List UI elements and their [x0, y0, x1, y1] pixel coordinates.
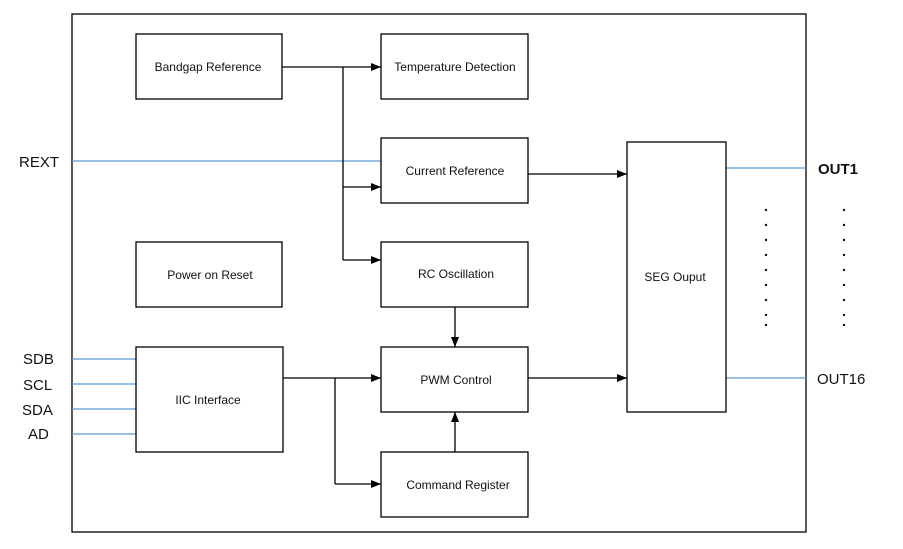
bandgap-label: Bandgap Reference [155, 60, 262, 74]
out16-pin-label: OUT16 [817, 371, 865, 388]
rc-osc-label: RC Oscillation [418, 267, 494, 281]
temperature-label: Temperature Detection [394, 60, 515, 74]
rext-pin-label: REXT [19, 154, 59, 171]
pwm-block [380, 346, 529, 413]
rc-osc-block [380, 241, 529, 308]
block-labels: Bandgap Reference Temperature Detection … [155, 60, 707, 492]
temperature-block [380, 33, 529, 100]
current-ref-label: Current Reference [406, 164, 505, 178]
chip-boundary [71, 13, 807, 533]
command-block [380, 451, 529, 518]
power-on-reset-label: Power on Reset [167, 268, 253, 282]
seg-block [626, 141, 727, 413]
pwm-label: PWM Control [420, 373, 491, 387]
internal-connections [282, 63, 627, 488]
scl-pin-label: SCL [23, 377, 52, 394]
sda-pin-label: SDA [22, 402, 53, 419]
bandgap-block [135, 33, 283, 100]
sdb-pin-label: SDB [23, 351, 54, 368]
command-label: Command Register [406, 478, 509, 492]
out1-pin-label: OUT1 [818, 161, 858, 178]
external-signal-lines [72, 160, 806, 435]
iic-block [135, 346, 284, 453]
iic-label: IIC Interface [175, 393, 241, 407]
seg-label: SEG Ouput [644, 270, 706, 284]
current-ref-block [380, 137, 529, 204]
output-continuation-dots [764, 208, 846, 327]
blocks [135, 33, 727, 518]
ad-pin-label: AD [28, 426, 49, 443]
pin-labels: REXT SDB SCL SDA AD OUT1 OUT16 [19, 154, 865, 443]
power-on-reset-block [135, 241, 283, 308]
